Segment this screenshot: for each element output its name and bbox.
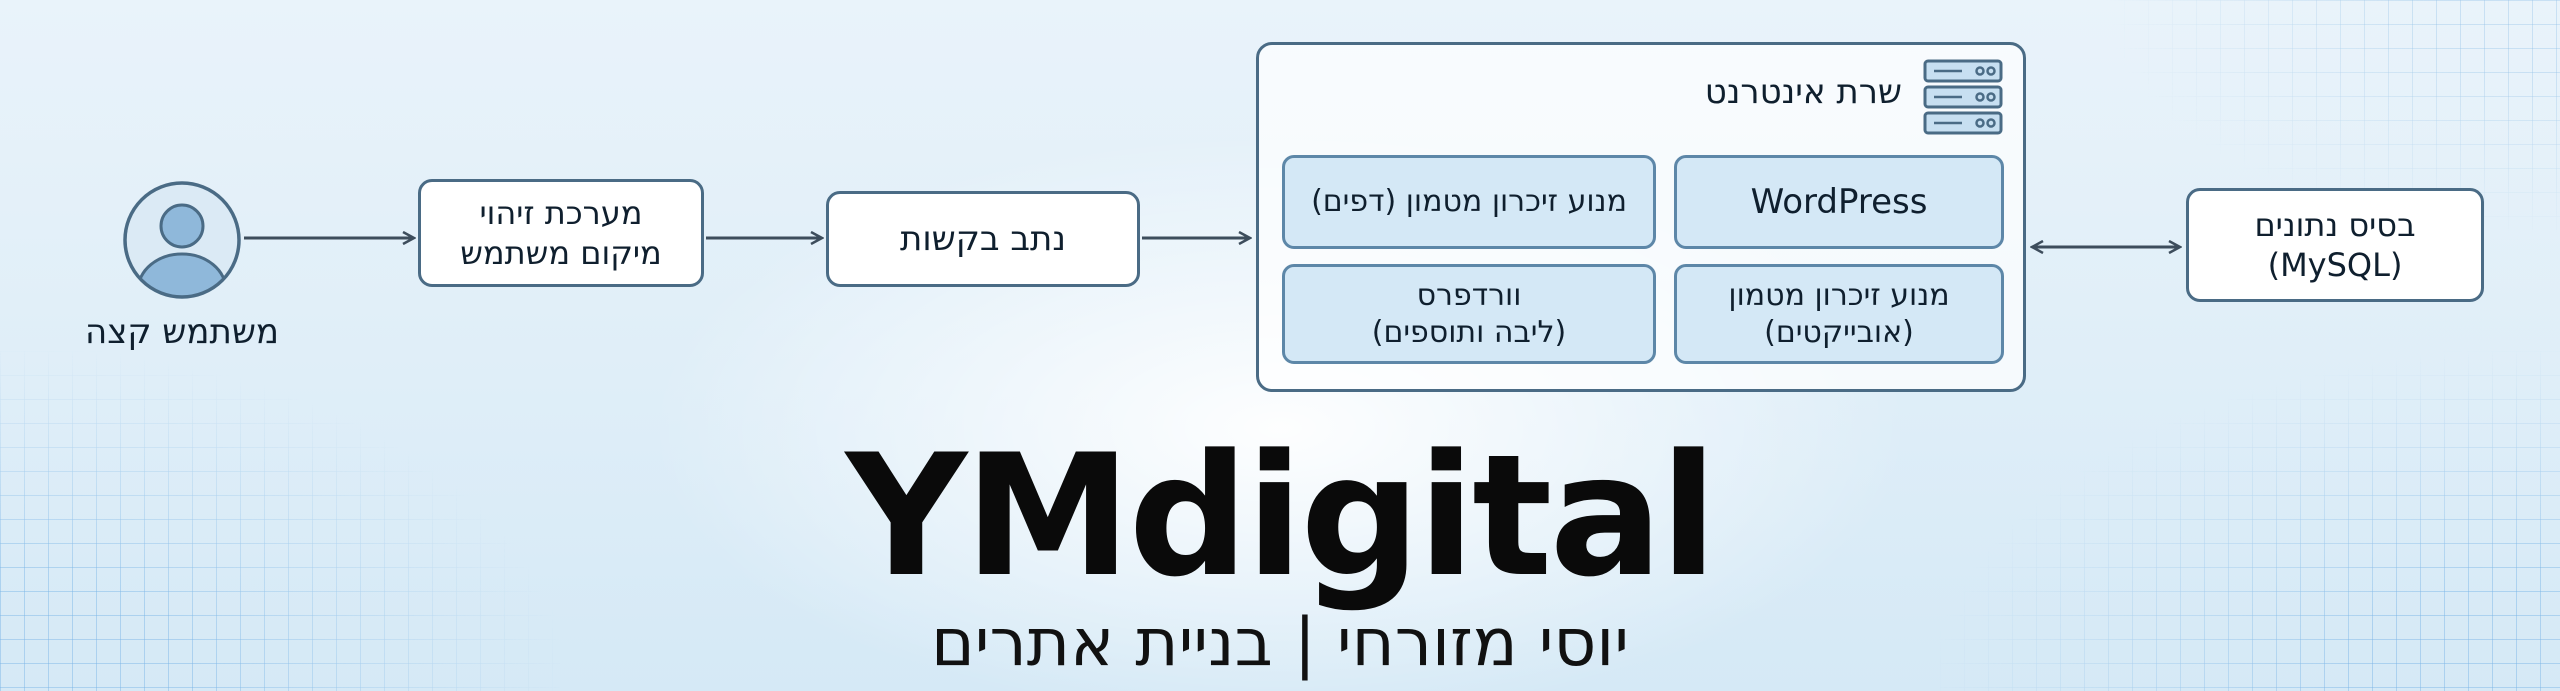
database-label: בסיס נתונים (MySQL) — [2254, 206, 2416, 284]
server-icon — [1923, 59, 2003, 135]
end-user-label: משתמש קצה — [84, 312, 280, 352]
object-cache-node: מנוע זיכרון מטמון (אובייקטים) — [1674, 264, 2004, 364]
web-server-title: שרת אינטרנט — [1704, 72, 1902, 112]
page-cache-label: מנוע זיכרון מטמון (דפים) — [1311, 184, 1627, 220]
brand-logo-text: YMdigital — [845, 418, 1718, 614]
page-cache-node: מנוע זיכרון מטמון (דפים) — [1282, 155, 1656, 249]
wordpress-core-node: וורדפרס (ליבה ותוספים) — [1282, 264, 1656, 364]
user-location-auth-node: מערכת זיהוי מיקום משתמש — [418, 179, 704, 287]
user-icon — [123, 181, 241, 299]
brand-tagline: יוסי מזורחי | בניית אתרים — [930, 604, 1630, 681]
wordpress-node: WordPress — [1674, 155, 2004, 249]
request-router-label: נתב בקשות — [900, 218, 1066, 259]
background-grid-bottom-right — [1940, 351, 2560, 691]
database-node: בסיס נתונים (MySQL) — [2186, 188, 2484, 302]
background-grid-bottom-left — [0, 351, 560, 691]
user-location-auth-label: מערכת זיהוי מיקום משתמש — [460, 194, 662, 272]
wordpress-core-label: וורדפרס (ליבה ותוספים) — [1371, 277, 1567, 351]
wordpress-label: WordPress — [1750, 181, 1928, 222]
object-cache-label: מנוע זיכרון מטמון (אובייקטים) — [1728, 277, 1950, 351]
request-router-node: נתב בקשות — [826, 191, 1140, 287]
